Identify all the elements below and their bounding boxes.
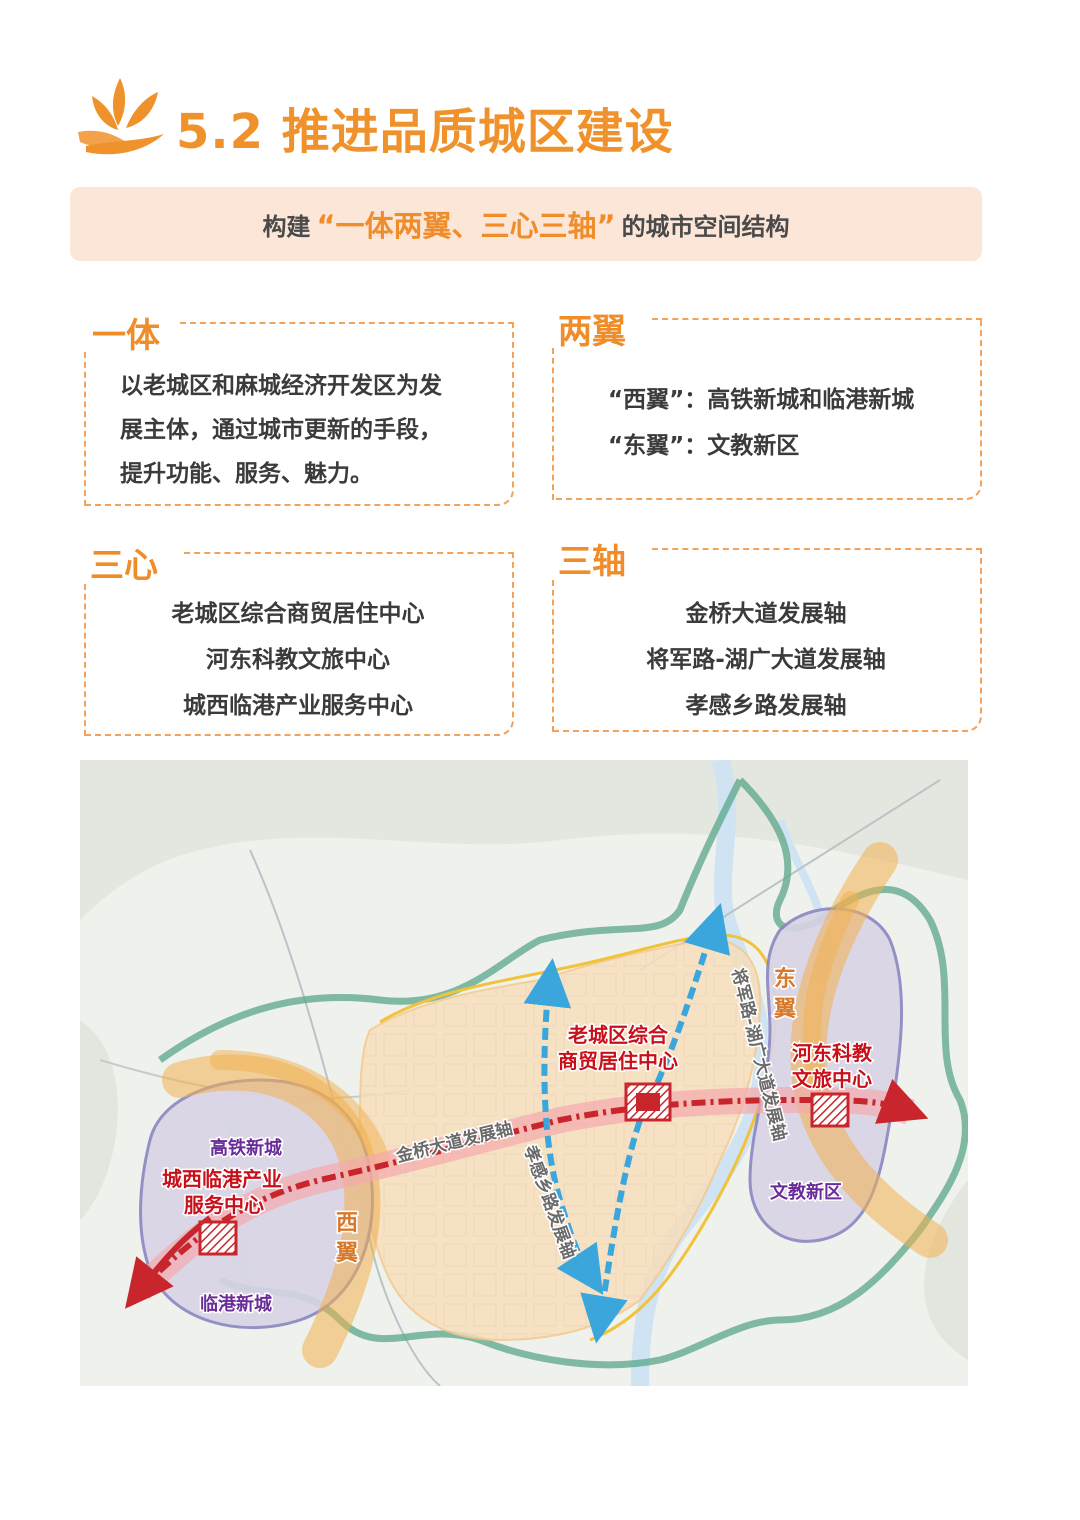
axis-jiangjun-line xyxy=(684,903,731,956)
card-line: 将军路-湖广大道发展轴 xyxy=(646,647,886,673)
card-line: 河东科教文旅中心 xyxy=(206,647,390,673)
label-wenjiao: 文教新区 xyxy=(770,1181,842,1203)
card-sanzhou: 三轴 金桥大道发展轴 将军路-湖广大道发展轴 孝感乡路发展轴 xyxy=(552,534,982,732)
terrain-shade xyxy=(924,1180,968,1360)
card-liangyi: 两翼 “西翼”：高铁新城和临港新城 “东翼”：文教新区 xyxy=(552,304,982,502)
label-center-west-line2: 服务中心 xyxy=(184,1193,264,1217)
axis-jiangjun-line xyxy=(580,935,713,1344)
card-line: 展主体，通过城市更新的手段， xyxy=(120,417,442,443)
label-center-old-line2: 商贸居住中心 xyxy=(558,1049,678,1073)
west-wing-brush xyxy=(162,1054,381,1368)
axis-xiaogan-line xyxy=(541,991,604,1295)
label-dongyi-2: 翼 xyxy=(774,997,796,1022)
card-line: 孝感乡路发展轴 xyxy=(685,693,847,719)
spatial-structure-map: 老城区综合 商贸居住中心 河东科教 文旅中心 城西临港产业 服务中心 高铁新城 … xyxy=(80,760,968,1386)
banner: 构建 “一体两翼、三心三轴” 的城市空间结构 xyxy=(70,187,982,261)
card-line: 老城区综合商贸居住中心 xyxy=(171,601,425,627)
east-wing-brush xyxy=(802,891,859,1099)
label-xiyi-2: 翼 xyxy=(336,1241,358,1266)
banner-prefix: 构建 xyxy=(262,212,311,241)
center-east-marker xyxy=(810,1092,850,1128)
label-center-east-line1: 河东科教 xyxy=(792,1041,873,1065)
card-yiti: 一体 以老城区和麻城经济开发区为发 展主体，通过城市更新的手段， 提升功能、服务… xyxy=(84,308,514,506)
center-old-city-marker-inner xyxy=(636,1093,660,1111)
terrain-shade xyxy=(80,1020,118,1220)
terrain-shade xyxy=(80,760,968,920)
page-title: 5.2 推进品质城区建设 xyxy=(176,104,674,160)
card-line: 城西临港产业服务中心 xyxy=(183,693,413,719)
label-center-east-line2: 文旅中心 xyxy=(792,1067,872,1091)
card-sanxin: 三心 老城区综合商贸居住中心 河东科教文旅中心 城西临港产业服务中心 xyxy=(84,538,514,736)
card-title-liangyi: 两翼 xyxy=(558,304,634,353)
banner-highlight: “一体两翼、三心三轴” xyxy=(316,209,616,243)
banner-suffix: 的城市空间结构 xyxy=(621,212,790,241)
label-gaotie: 高铁新城 xyxy=(210,1137,282,1159)
center-west-marker xyxy=(198,1220,238,1256)
label-xiyi-1: 西 xyxy=(336,1211,358,1236)
label-dongyi-1: 东 xyxy=(774,966,796,992)
card-line: 以老城区和麻城经济开发区为发 xyxy=(120,373,442,399)
card-title-yiti: 一体 xyxy=(92,308,168,357)
card-line: 提升功能、服务、魅力。 xyxy=(120,461,373,487)
card-title-sanxin: 三心 xyxy=(90,538,166,587)
label-lingang: 临港新城 xyxy=(200,1293,272,1315)
card-line: “东翼”：文教新区 xyxy=(608,433,800,459)
lotus-logo-icon xyxy=(78,78,164,155)
banner-text: 构建 “一体两翼、三心三轴” 的城市空间结构 xyxy=(70,187,982,261)
card-line: “西翼”：高铁新城和临港新城 xyxy=(608,387,915,413)
label-center-west-line1: 城西临港产业 xyxy=(162,1167,282,1191)
label-center-old-line1: 老城区综合 xyxy=(568,1023,669,1047)
card-title-sanzhou: 三轴 xyxy=(558,534,634,583)
card-line: 金桥大道发展轴 xyxy=(685,601,847,627)
old-city-grid xyxy=(360,939,760,1340)
west-wing-brush xyxy=(210,1050,390,1170)
axis-xiaogan-line xyxy=(523,958,572,1009)
